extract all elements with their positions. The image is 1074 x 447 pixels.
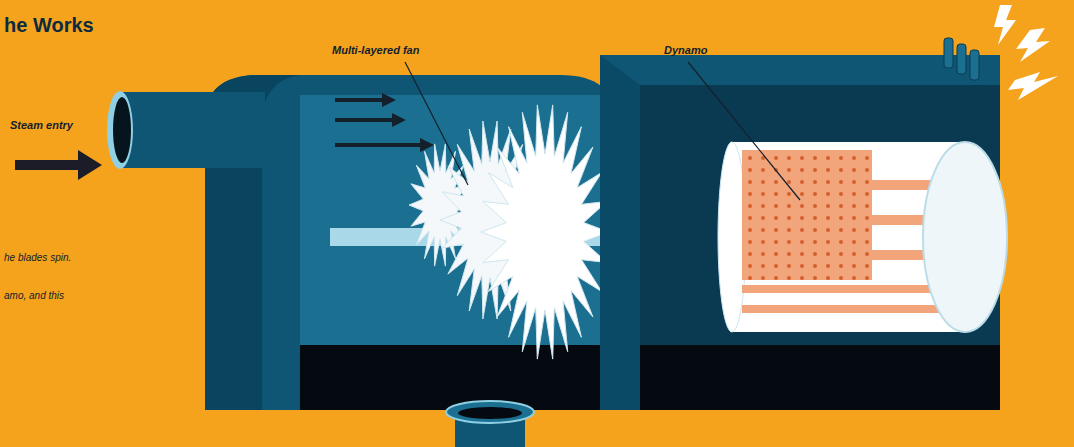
terminals — [944, 38, 979, 80]
note-text: he blades spin. — [4, 252, 71, 263]
part-label: Dynamo — [664, 44, 707, 56]
steam-pipe — [120, 92, 265, 168]
dynamo-floor — [640, 345, 1000, 410]
dynamo-end — [718, 142, 746, 332]
fan-layer — [481, 105, 609, 359]
diagram-title: he Works — [4, 14, 94, 37]
outlet-hole — [458, 407, 522, 419]
pipe-opening — [113, 97, 131, 163]
dynamo-coil — [742, 150, 872, 280]
housing-side — [600, 55, 640, 410]
outlet-opening — [446, 401, 534, 423]
steam-arrow — [15, 150, 102, 180]
flow-arrows — [335, 93, 434, 152]
leader-line — [688, 62, 800, 200]
part-label: Steam entry — [10, 119, 73, 131]
leader-line — [405, 62, 468, 185]
coil-dots — [748, 156, 869, 280]
pipe-rim — [107, 91, 133, 169]
note-text: amo, and this — [4, 290, 64, 301]
lightning — [994, 5, 1058, 100]
dynamo-cap — [923, 142, 1007, 332]
part-label: Multi-layered fan — [332, 44, 419, 56]
housing-floor — [300, 345, 600, 410]
